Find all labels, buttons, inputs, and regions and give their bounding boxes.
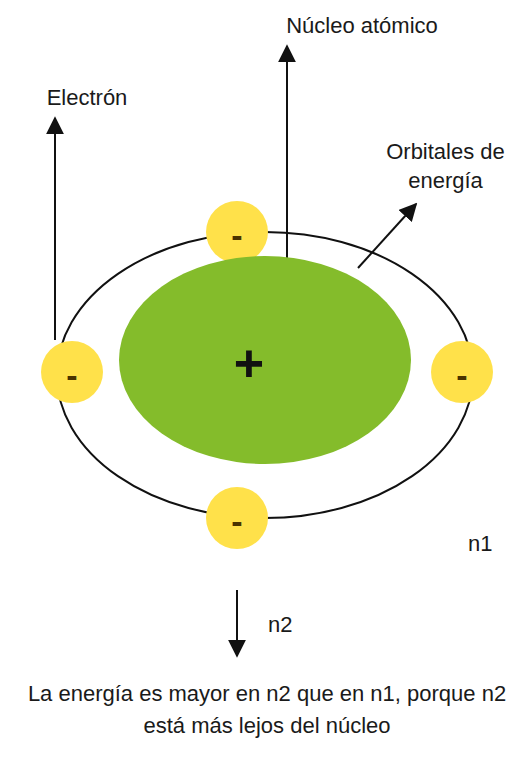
charge-sign: - xyxy=(456,358,467,392)
level-label: n1 xyxy=(468,530,512,559)
electron-circle: - xyxy=(431,341,493,403)
direction-arrow xyxy=(236,590,238,656)
electron-circle: - xyxy=(206,487,268,549)
node-outline xyxy=(119,256,411,464)
charge-sign: - xyxy=(231,218,242,252)
level-label: n2 xyxy=(268,611,318,640)
nucleus-ellipse: + xyxy=(119,256,411,464)
caption-text: La energía es mayor en n2 que en n1, por… xyxy=(22,678,512,742)
charge-sign: + xyxy=(234,337,264,389)
charge-sign: - xyxy=(66,358,77,392)
part-label: Núcleo atómico xyxy=(262,12,462,41)
leader-arrow xyxy=(358,204,416,268)
leader-arrow xyxy=(54,118,56,340)
orbit-ellipse xyxy=(57,232,473,518)
charge-sign: - xyxy=(231,504,242,538)
electron-circle: - xyxy=(41,341,103,403)
electron-circle: - xyxy=(206,201,268,263)
part-label: Orbitales de energía xyxy=(378,138,513,195)
part-label: Electrón xyxy=(22,84,152,113)
